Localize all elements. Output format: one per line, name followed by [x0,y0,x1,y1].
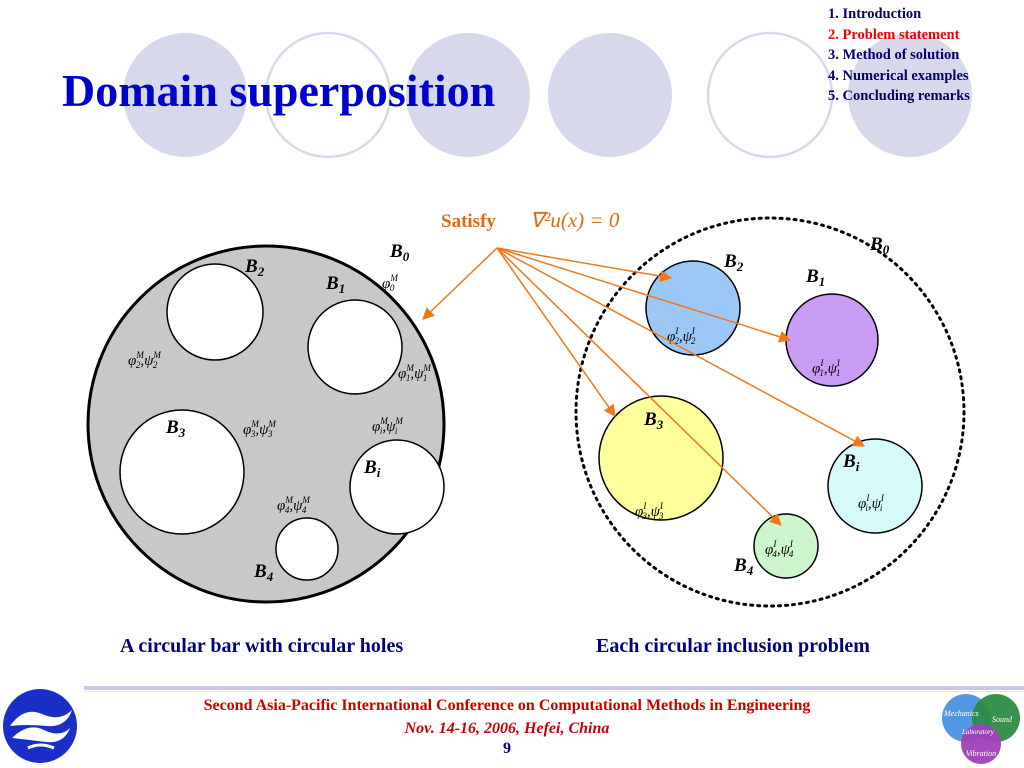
inclusion-b3 [598,395,724,521]
laplace-equation: ∇²u(x) = 0 [530,208,620,232]
outline-item-method-of-solution[interactable]: 3. Method of solution [828,47,960,63]
outline-item-problem-statement[interactable]: 2. Problem statement [828,26,960,43]
lab-logo: Mechanics Sound Laboratory Vibration [942,694,1020,764]
arrow-to-b3 [496,247,616,417]
logo-word-mechanics: Mechanics [943,709,979,718]
satisfy-arrows [422,247,866,526]
arrow-to-b2 [496,247,673,283]
slide-title: Domain superposition [62,65,496,116]
footer-rule [84,686,1024,690]
inclusion-bi [827,438,923,534]
logo-word-sound: Sound [992,715,1013,724]
logo-word-vibration: Vibration [966,749,996,758]
decorative-circles [123,31,972,159]
label-right-bi: Bi [842,451,860,474]
inclusion-b4 [753,513,819,579]
inclusion-b2 [645,260,741,356]
hole-bi [349,439,445,535]
arrow-to-b1 [496,247,792,343]
label-left-bi: Bi [363,457,381,480]
deco-circle-outline-1 [264,31,392,159]
deco-circle-outline-2 [706,31,834,159]
dotted-domain-boundary [574,216,966,608]
caption-left: A circular bar with circular holes [120,635,404,657]
hole-b4 [275,517,339,581]
deco-circle-filled-1 [123,33,247,157]
logo-word-laboratory: Laboratory [961,728,995,736]
arrow-to-bar [422,247,498,320]
label-right-b0: B0 [869,234,890,257]
outline-item-introduction[interactable]: 1. Introduction [828,6,922,22]
satisfy-label: Satisfy [441,211,496,232]
label-right-b4: B4 [733,555,754,578]
caption-right: Each circular inclusion problem [596,635,870,657]
footer-rule-light [84,691,1024,692]
label-right-b2: B2 [723,251,744,274]
label-right-b1: B1 [805,266,825,289]
hole-b3 [119,409,245,535]
label-left-b0: B0 [389,241,410,264]
footer-conference: Second Asia-Pacific International Confer… [203,697,811,714]
footer-date: Nov. 14-16, 2006, Hefei, China [404,720,610,737]
university-logo [3,689,77,763]
hole-b2 [166,263,264,361]
page-number: 9 [503,740,511,757]
outline-item-numerical-examples[interactable]: 4. Numerical examples [828,67,969,84]
deco-circle-filled-2 [406,33,530,157]
outline-item-concluding-remarks[interactable]: 5. Concluding remarks [828,88,970,104]
deco-circle-filled-4 [848,33,972,157]
hole-b1 [307,299,403,395]
arrow-to-bi [496,247,866,447]
section-outline: 1. Introduction 2. Problem statement 3. … [828,4,970,107]
deco-circle-filled-3 [548,33,672,157]
arrow-to-b4 [496,247,782,526]
